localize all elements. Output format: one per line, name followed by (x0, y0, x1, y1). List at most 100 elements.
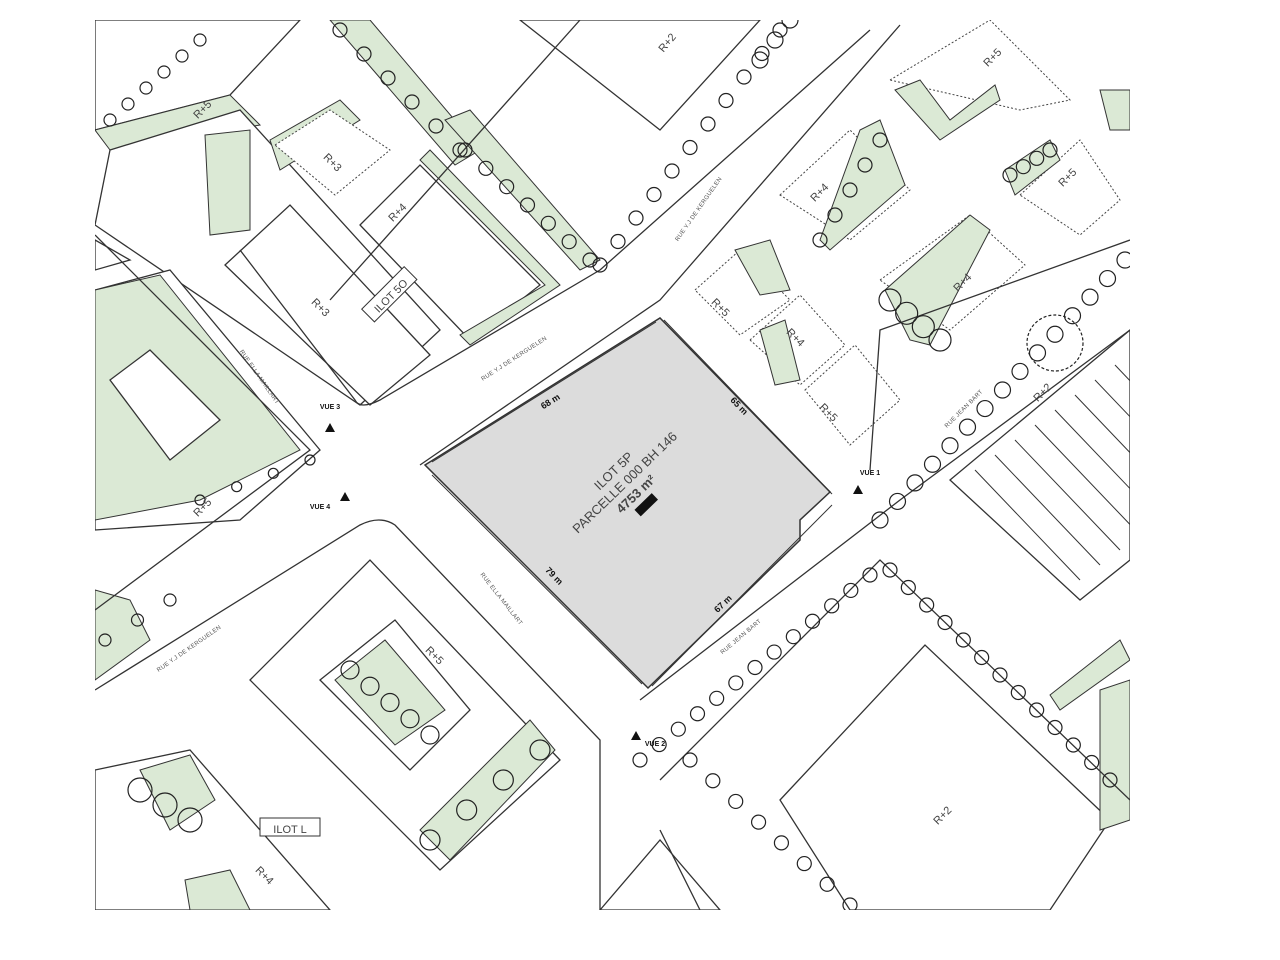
tree-icon (1029, 150, 1045, 166)
tree-icon (478, 160, 494, 176)
tree-icon (130, 613, 145, 627)
viewpoint-arrow-icon (340, 492, 350, 501)
tree-icon (651, 736, 667, 753)
tree-icon (121, 97, 135, 111)
tree-icon (895, 301, 919, 325)
tree-icon (976, 399, 994, 418)
tree-icon (157, 65, 171, 79)
viewpoint-label: VUE 3 (320, 404, 340, 411)
tree-icon (689, 706, 706, 722)
tree-icon (632, 752, 648, 768)
tree-icon (1102, 772, 1118, 788)
building-blocks (95, 20, 1130, 910)
tree-icon (718, 92, 734, 109)
tree-icon (1081, 288, 1099, 306)
street-name-label: RUE JEAN BART (944, 389, 984, 429)
tree-icon (862, 567, 878, 583)
tree-icon (941, 437, 959, 455)
viewpoint-label: VUE 1 (860, 470, 880, 477)
tree-icon (332, 22, 348, 38)
tree-icon (457, 142, 473, 158)
tree-icon (747, 659, 763, 676)
tree-icon (709, 690, 725, 706)
tree-icon (380, 692, 400, 713)
tree-icon (163, 593, 177, 607)
tree-icon (993, 381, 1012, 399)
tree-icon (842, 897, 858, 910)
tree-icon (906, 474, 924, 492)
tree-icon (499, 179, 515, 195)
tree-icon (267, 467, 279, 479)
tree-icon (682, 752, 698, 768)
viewpoint-label: VUE 2 (645, 741, 665, 748)
tree-icon (842, 182, 858, 198)
tree-icon (751, 51, 769, 69)
tree-icon (955, 632, 971, 648)
tree-icon (919, 597, 935, 613)
tree-icon (781, 20, 799, 29)
tree-icon (773, 835, 790, 851)
tree-icon (670, 721, 686, 737)
tree-icon (819, 876, 835, 892)
tree-icon (871, 511, 889, 529)
tree-icon (923, 455, 942, 473)
road-edges (95, 20, 1130, 910)
tree-icon (492, 769, 514, 791)
parking-stripe (974, 469, 1081, 581)
tree-icon (540, 215, 556, 231)
parking-stripe (994, 454, 1101, 566)
viewpoint-label: VUE 4 (310, 504, 330, 511)
tree-icon (304, 454, 316, 466)
tree-icon (152, 792, 178, 818)
tree-icon (878, 288, 902, 312)
tree-icon (452, 142, 468, 158)
tree-icon (728, 675, 744, 691)
dimension-lines (431, 319, 833, 687)
viewpoint-arrow-icon (853, 485, 863, 494)
street-name-label: RUE Y.J DE KERGUELEN (481, 336, 549, 383)
tree-icon (420, 725, 440, 745)
ilot-label: ILOT L (273, 824, 306, 836)
tree-icon (750, 814, 767, 830)
parcel-ilot-5p[interactable]: 68 m 65 m 79 m 67 m ILOT 5P PARCELLE 000… (423, 317, 833, 690)
tree-icon (754, 45, 770, 62)
viewpoint-arrow-icon (631, 731, 641, 740)
tree-icon (1042, 142, 1058, 158)
parking-stripe (1014, 439, 1121, 551)
tree-icon (872, 132, 888, 148)
tree-icon (728, 793, 744, 810)
tree-icon (360, 676, 380, 696)
tree-icon (428, 118, 444, 134)
tree-icon (911, 315, 935, 339)
tree-icon (529, 739, 551, 761)
large-tree-icon (1026, 314, 1084, 372)
viewpoint-arrow-icon (325, 423, 335, 432)
tree-icon (804, 613, 821, 629)
ilot-label-box (361, 266, 418, 323)
tree-icon (827, 207, 843, 223)
tree-icon (888, 492, 907, 511)
tree-icon (766, 644, 782, 660)
tree-icon (127, 777, 153, 803)
tree-icon (356, 46, 372, 62)
tree-icon (380, 70, 396, 86)
parking-stripe (1114, 364, 1130, 382)
tree-icon (857, 157, 873, 173)
tree-icon (785, 629, 801, 645)
tree-icon (1047, 719, 1063, 736)
tree-icon (1002, 167, 1018, 183)
tree-icon (682, 139, 698, 156)
parking-stripe (1094, 379, 1130, 418)
tree-icon (400, 709, 420, 729)
tree-icon (1011, 362, 1029, 381)
street-name-label: RUE Y.J DE KERGUELEN (156, 625, 222, 674)
tree-icon (664, 163, 680, 179)
tree-icon (1084, 754, 1100, 771)
parking-stripe (1135, 350, 1240, 460)
parking-stripe (1054, 409, 1130, 490)
tree-icon (193, 33, 207, 47)
tree-icon (1015, 159, 1031, 175)
tree-icon (882, 562, 898, 578)
parcel-shape[interactable] (423, 317, 832, 690)
